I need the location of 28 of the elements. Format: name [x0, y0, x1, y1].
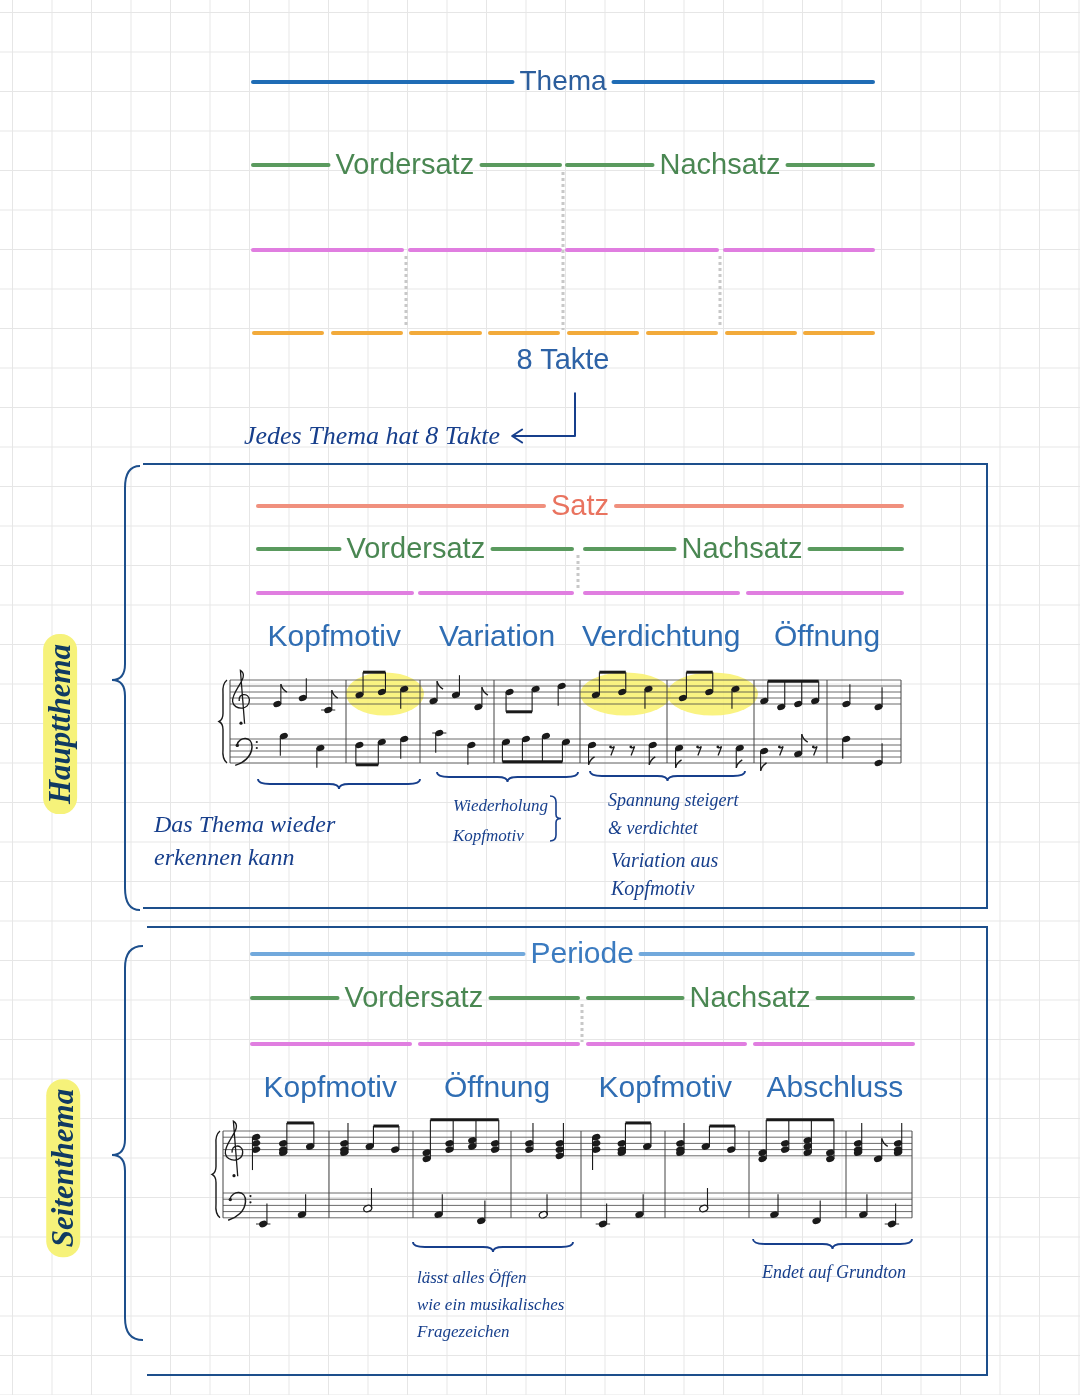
handwritten-note: Jedes Thema hat 8 Takte [244, 421, 501, 451]
section-label: Vordersatz [344, 980, 484, 1014]
handwritten-note: Endet auf Grundton [762, 1261, 906, 1284]
handwritten-note: Wiederholung Kopfmotiv [453, 795, 549, 847]
highlighted-label: Seitenthema [46, 1078, 81, 1258]
section-label: Satz [551, 488, 610, 522]
section-frame [147, 926, 988, 1376]
motif-label: Verdichtung [582, 617, 741, 653]
section-label: Vordersatz [346, 531, 486, 565]
motif-label: Öffnung [774, 617, 881, 653]
handwritten-note: Variation aus Kopfmotiv [611, 848, 719, 902]
section-label: Nachsatz [689, 980, 811, 1014]
motif-label: Abschluss [766, 1068, 904, 1104]
section-label: Nachsatz [681, 531, 803, 565]
measure-count-label: 8 Takte [516, 342, 610, 376]
motif-label: Kopfmotiv [598, 1068, 732, 1104]
motif-label: Variation [439, 617, 556, 653]
highlighted-label: Hauptthema [43, 633, 78, 815]
handwritten-note: Spannung steigert & verdichtet [608, 789, 739, 840]
handwritten-note: lässt alles Öffen wie ein musikalisches Fragezeichen [417, 1267, 565, 1343]
section-label: Periode [530, 934, 634, 970]
section-label: Vordersatz [335, 147, 475, 181]
handwritten-note: Das Thema wieder erkennen kann [154, 810, 336, 872]
motif-label: Kopfmotiv [267, 617, 401, 653]
section-label: Nachsatz [659, 147, 781, 181]
motif-label: Kopfmotiv [263, 1068, 397, 1104]
section-label: Thema [519, 65, 607, 97]
motif-label: Öffnung [444, 1068, 551, 1104]
